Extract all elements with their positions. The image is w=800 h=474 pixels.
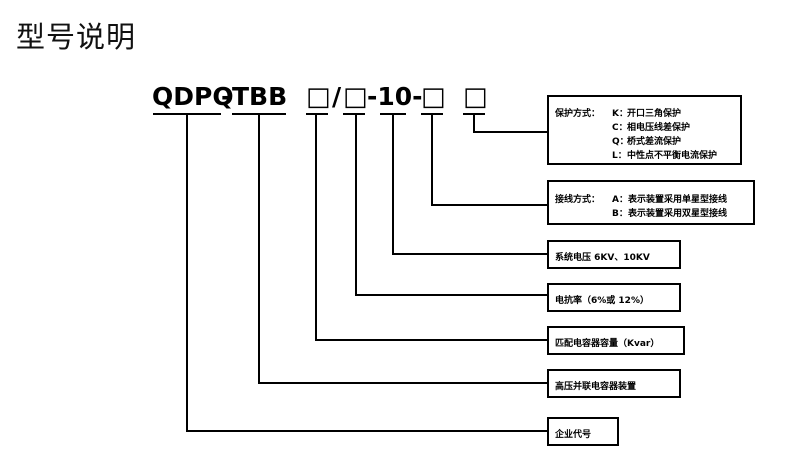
model-slash: / (332, 82, 342, 111)
model-dash: - (221, 82, 232, 111)
wiring-code-a: A： (612, 195, 628, 205)
wiring-text-b: 表示装置采用双星型接线 (628, 209, 728, 219)
protection-text-l: 中性点不平衡电流保护 (627, 151, 718, 161)
page-title: 型号说明 (16, 20, 137, 54)
device-type-label: 高压并联电容器装置 (555, 382, 637, 392)
system-voltage-label: 系统电压 6KV、10KV (555, 253, 650, 263)
protection-text-k: 开口三角保护 (627, 109, 682, 119)
wiring-code-b: B： (612, 209, 628, 219)
matching-capacity-box: 匹配电容器容量（Kvar） (547, 326, 685, 355)
placeholder-reactance: □ (343, 82, 368, 112)
leader-wiring (431, 114, 547, 206)
reactance-rate-box: 电抗率（6%或 12%） (547, 283, 681, 312)
placeholder-capacity: □ (306, 82, 331, 112)
protection-text-q: 桥式差流保护 (627, 137, 682, 147)
leader-capacity (315, 114, 547, 341)
company-code-box: 企业代号 (547, 417, 619, 446)
model-prefix: QDPQ (152, 82, 234, 111)
wiring-method-box: 接线方式： A： 表示装置采用单星型接线 B： 表示装置采用双星型接线 (547, 180, 755, 225)
protection-code-l: L： (612, 151, 627, 161)
protection-text-c: 相电压线差保护 (627, 123, 691, 133)
placeholder-wiring: □ (421, 82, 446, 112)
leader-company (186, 114, 547, 432)
wiring-heading: 接线方式： (555, 195, 601, 205)
reactance-rate-label: 电抗率（6%或 12%） (555, 296, 649, 306)
leader-device (258, 114, 547, 384)
leader-protection (473, 114, 547, 133)
protection-code-c: C： (612, 123, 628, 133)
protection-heading: 保护方式： (555, 109, 601, 119)
system-voltage-box: 系统电压 6KV、10KV (547, 240, 681, 269)
leader-reactance (355, 114, 547, 296)
protection-code-q: Q： (612, 137, 629, 147)
matching-capacity-label: 匹配电容器容量（Kvar） (555, 339, 660, 349)
wiring-text-a: 表示装置采用单星型接线 (628, 195, 728, 205)
company-code-label: 企业代号 (555, 430, 592, 440)
protection-method-box: 保护方式： K： 开口三角保护 C： 相电压线差保护 Q： 桥式差流保护 L： … (547, 95, 742, 165)
leader-voltage (392, 114, 547, 255)
protection-code-k: K： (612, 109, 628, 119)
placeholder-protection: □ (463, 82, 488, 112)
model-series: TBB (232, 82, 288, 111)
device-type-box: 高压并联电容器装置 (547, 369, 681, 398)
model-voltage-segment: -10- (367, 82, 423, 111)
